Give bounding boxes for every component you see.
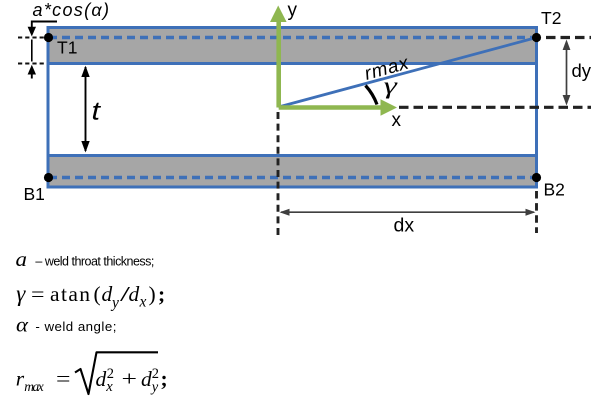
svg-text:=: = [56,367,71,391]
svg-text:;: ; [161,367,168,391]
svg-text:y: y [150,380,159,396]
svg-text:max: max [24,379,44,394]
svg-text:B1: B1 [24,184,45,204]
svg-text:x: x [392,110,402,131]
svg-text:2: 2 [107,366,114,382]
svg-text:α: α [16,313,29,337]
svg-text:/: / [120,282,130,306]
svg-text:- weld angle;: - weld angle; [35,319,116,334]
svg-text:dx: dx [394,215,415,237]
svg-text:atan: atan [50,282,90,306]
svg-text:=: = [31,282,45,306]
svg-text:): ) [149,282,156,306]
svg-text:dy: dy [572,60,592,81]
svg-text:2: 2 [152,366,159,382]
svg-text:d: d [102,282,113,306]
svg-text:d: d [141,367,152,391]
svg-text:d: d [129,282,140,306]
svg-text:γ: γ [384,73,399,100]
svg-text:a*cos(α): a*cos(α) [33,0,110,20]
svg-text:d: d [96,367,107,391]
svg-text:x: x [139,294,147,311]
svg-text:;: ; [158,282,165,306]
svg-text:+: + [122,367,138,391]
svg-text:B2: B2 [544,180,565,200]
svg-text:x: x [105,379,113,395]
svg-text:r: r [16,367,25,391]
svg-text:a: a [16,247,28,271]
svg-text:γ: γ [16,281,26,306]
svg-text:T1: T1 [57,37,77,57]
svg-text:y: y [110,295,119,312]
svg-text:y: y [288,0,298,21]
svg-text:T2: T2 [541,8,561,28]
svg-text:t: t [92,96,103,126]
svg-text:– weld throat thickness;: – weld throat thickness; [35,255,154,269]
svg-text:(: ( [94,282,101,306]
